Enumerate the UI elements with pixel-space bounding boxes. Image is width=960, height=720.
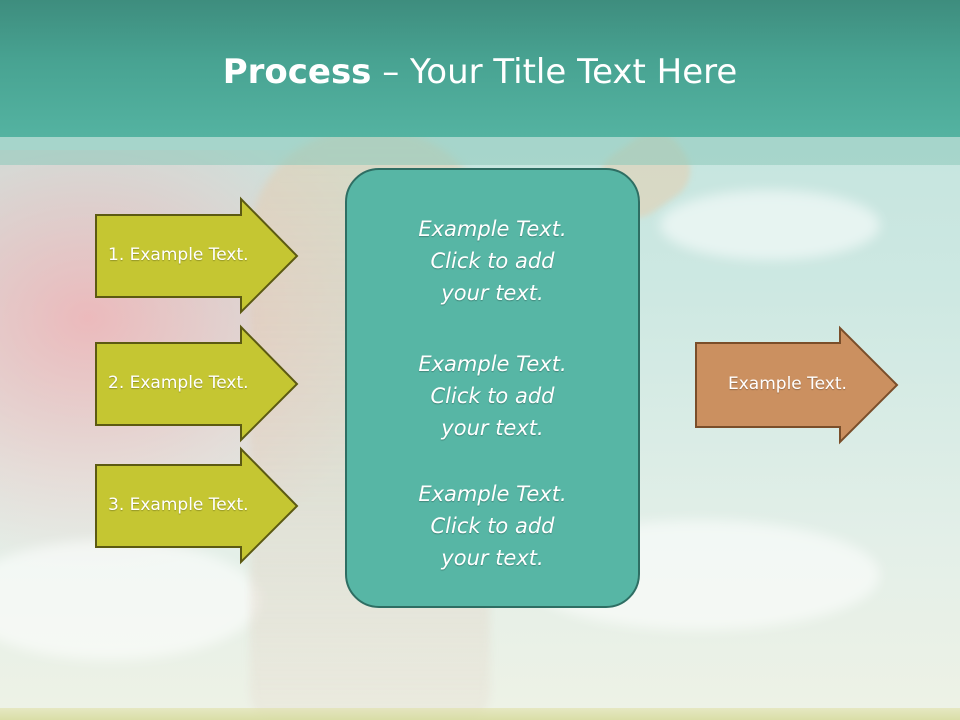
input-arrow-2[interactable] bbox=[95, 324, 299, 443]
input-arrow-1[interactable] bbox=[95, 196, 299, 315]
output-arrow[interactable] bbox=[695, 325, 899, 445]
output-arrow-label: Example Text. bbox=[728, 374, 847, 394]
title-banner bbox=[0, 0, 960, 137]
center-box-paragraph-1[interactable]: Example Text. Click to add your text. bbox=[418, 217, 567, 305]
input-arrow-3-label: 3. Example Text. bbox=[108, 495, 249, 515]
center-process-box[interactable] bbox=[345, 168, 640, 608]
title-banner-band bbox=[0, 137, 960, 165]
slide-title: Process – Your Title Text Here bbox=[0, 52, 960, 92]
input-arrow-3[interactable] bbox=[95, 446, 299, 565]
title-bold: Process bbox=[222, 52, 372, 92]
input-arrow-1-label: 1. Example Text. bbox=[108, 245, 249, 265]
center-box-paragraph-2[interactable]: Example Text. Click to add your text. bbox=[418, 352, 567, 440]
bottom-strip bbox=[0, 708, 960, 720]
center-box-paragraph-3[interactable]: Example Text. Click to add your text. bbox=[418, 482, 567, 570]
background-cloud bbox=[660, 190, 880, 260]
input-arrow-2-label: 2. Example Text. bbox=[108, 373, 249, 393]
background-cloud bbox=[0, 540, 260, 660]
title-rest: – Your Title Text Here bbox=[371, 52, 738, 92]
